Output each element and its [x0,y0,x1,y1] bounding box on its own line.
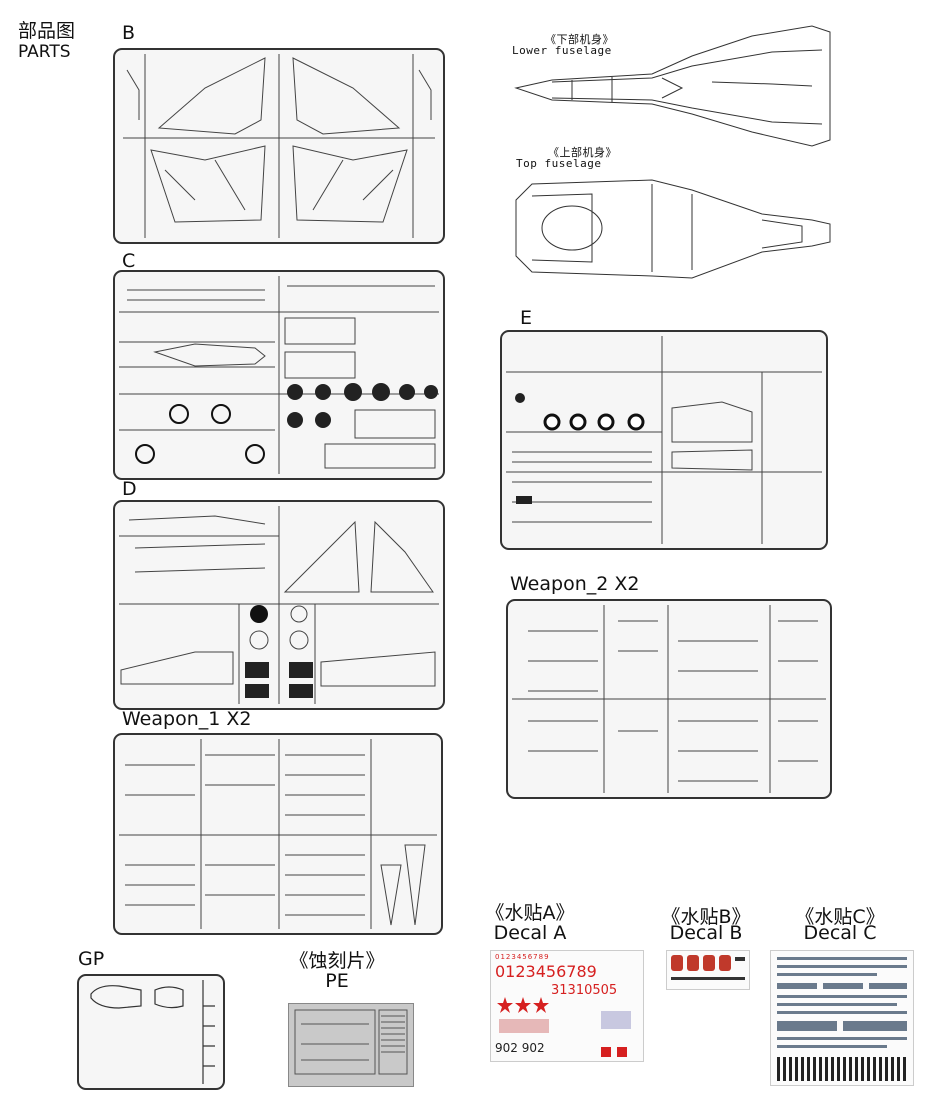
sprue-gp [77,974,225,1090]
decal-c-art [777,957,907,1081]
decal-a-row1: 0123456789 [495,953,550,961]
decal-a-row4: 902 902 [495,1041,545,1055]
sprue-d [113,500,445,710]
decal-a-row3: 31310505 [551,983,618,998]
top-fuselage-cn: 《上部机身》 [548,146,617,159]
decal-a-label-cn: 《水贴A》 [485,902,575,924]
sprue-b [113,48,445,244]
decal-b-label-cn: 《水贴B》 [661,906,751,928]
pe-fret-parts [294,1009,408,1075]
decal-b-label-en: Decal B [669,922,743,944]
sprue-e-parts [506,336,822,544]
top-fuselage-en: Top fuselage [516,157,602,170]
pe-label-cn: 《蚀刻片》 [289,950,385,972]
sprue-gp-label: GP [78,948,105,970]
sprue-c-label: C [122,250,136,272]
lower-fuselage-cn: 《下部机身》 [545,33,614,46]
sprue-weapon2 [506,599,832,799]
sprue-d-parts [119,506,439,704]
decal-b-art [671,955,745,980]
decal-a-row2: 0123456789 [495,962,597,981]
sprue-b-label: B [122,22,136,44]
parts-title-cn: 部品图 [18,20,76,42]
decal-sheet-b [666,950,750,990]
lower-fuselage-en: Lower fuselage [512,44,612,57]
sprue-weapon1-parts [119,739,437,929]
sprue-e-label: E [520,307,533,329]
pe-fret [288,1003,414,1087]
lower-fuselage-drawing [514,25,831,147]
sprue-d-label: D [122,478,137,500]
sprue-gp-canopy [90,980,215,1084]
decal-sheet-c [770,950,914,1086]
sprue-b-parts [123,54,435,238]
decal-c-label-cn: 《水贴C》 [795,906,885,928]
decal-c-label-en: Decal C [803,922,877,944]
sprue-e [500,330,828,550]
sprue-c-parts [119,276,439,474]
pe-label-en: PE [325,970,349,992]
decal-a-art [497,997,631,1057]
top-fuselage-drawing [515,179,831,279]
decal-a-label-en: Decal A [493,922,567,944]
sprue-weapon1 [113,733,443,935]
parts-title-en: PARTS [18,42,71,62]
sprue-c [113,270,445,480]
decal-sheet-a: 0123456789 0123456789 31310505 902 902 [490,950,644,1062]
sprue-weapon2-parts [512,605,826,793]
sprue-weapon1-label: Weapon_1 X2 [122,708,252,730]
sprue-weapon2-label: Weapon_2 X2 [510,573,640,595]
